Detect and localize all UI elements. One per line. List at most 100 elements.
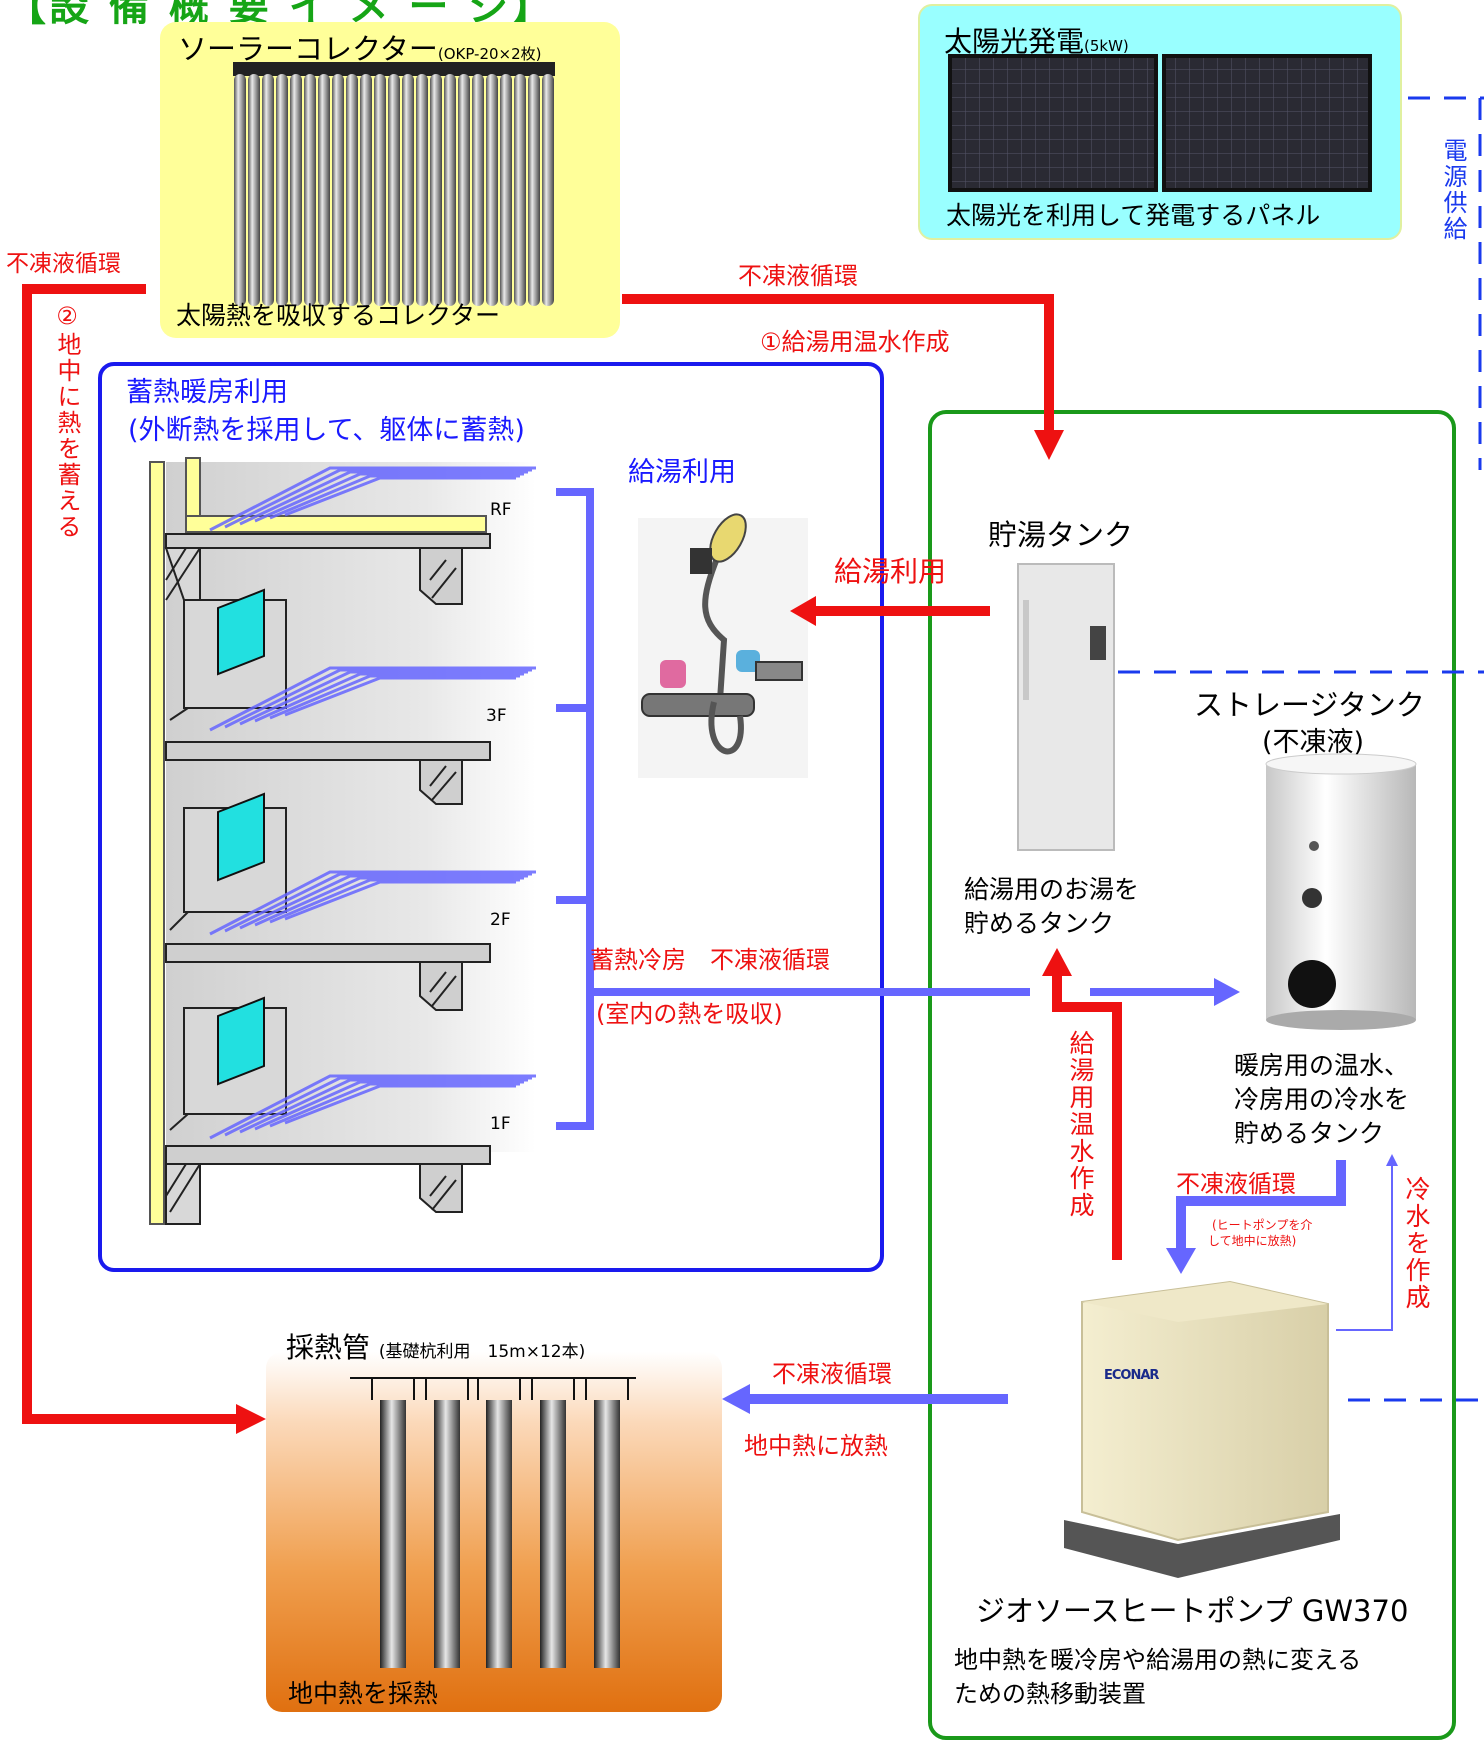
heat-pipe-connector [371,1378,415,1400]
floor-manifold [556,488,594,1130]
storage-tank-title: ストレージタンク [1194,688,1425,722]
power-supply-label: 電源供給 [1439,138,1467,242]
pv-panels-image [948,54,1372,192]
hot-water-tank-image [1017,563,1115,851]
floor-heating-coil [224,1076,532,1137]
solar-collector-title: ソーラーコレクター [178,32,438,66]
heat-pipe-connector [585,1378,629,1400]
floor-heating-coil [239,670,528,726]
heat-pump-caption-line2: ための熱移動装置 [954,1680,1146,1708]
hot-tank-title: 貯湯タンク [988,518,1134,552]
hot-water-arrow-label: 給湯利用 [834,555,947,588]
hot-tank-caption-line1: 給湯用のお湯を [964,875,1140,904]
floor-label-rf: RF [490,500,512,520]
heat-pipe-connector [477,1378,521,1400]
heat-pipe-pile [540,1400,566,1668]
floor-heating-coil [284,880,516,921]
collector-tube [360,74,372,306]
collector-tube [262,74,274,306]
collector-tube [388,74,400,306]
heat-pipe-title: 採熱管 [286,1331,371,1364]
hp-flow-note-line2: して地中に放熱) [1208,1234,1297,1248]
vertical-cold-water-label: 冷水を作成 [1402,1176,1431,1311]
collector-tube [402,74,414,306]
collector-tube [500,74,512,306]
floor-heating-coil [254,472,524,523]
floor-heating-coil [269,474,520,520]
storage-tank-caption-line3: 貯めるタンク [1234,1119,1385,1148]
floor-heating-coil [239,1078,528,1134]
ground-flow-label1: 不凍液循環 [772,1360,892,1388]
collector-tube [528,74,540,306]
floor-label-3f: 3F [486,706,507,726]
storage-tank-subtitle: (不凍液) [1262,727,1365,758]
hp-flow-note-line1: (ヒートポンプを介 [1212,1218,1313,1232]
cooling-flow-label2: (室内の熱を吸収) [596,1000,783,1028]
heat-pipe-pile [380,1400,406,1668]
floor-label-1f: 1F [490,1114,511,1134]
heat-pipe-label: 採熱管 (基礎杭利用 15m×12本) [286,1326,585,1366]
solar-collector-image [233,62,555,306]
heat-pump-caption-line1: 地中熱を暖冷房や給湯用の熱に変える [954,1646,1362,1674]
heat-pump-image [1064,1280,1340,1578]
solar-collector-label: ソーラーコレクター(OKP-20×2枚) [178,26,542,68]
floor-heating-coil [224,668,532,729]
collector-tube [234,74,246,306]
collector-tube [304,74,316,306]
floor-heating-coil [269,878,520,924]
power-supply-lines [1118,96,1484,1402]
heat-pipe-pile [486,1400,512,1668]
left-loop-vertical-label: ②地中に熱を蓄える [53,302,81,540]
collector-tube [332,74,344,306]
collector-tube [514,74,526,306]
floor-heating-coil [224,468,532,529]
heat-pipe-connector [425,1378,469,1400]
floor-label-2f: 2F [490,910,511,930]
floor-heating-coil [239,874,528,930]
collector-tube [416,74,428,306]
heating-box-title: 蓄熱暖房利用 [126,377,288,408]
collector-tube [542,74,554,306]
red-flow-arrows [22,284,1122,1434]
floor-heating-coil [224,872,532,933]
collector-tube [458,74,470,306]
collector-tube [290,74,302,306]
collector-tube [318,74,330,306]
collector-tube [430,74,442,306]
pv-label: 太陽光発電(5kW) [944,20,1129,60]
heat-pipe-pile [594,1400,620,1668]
heat-pipe-note: (基礎杭利用 15m×12本) [378,1342,586,1362]
left-loop-label: 不凍液循環 [6,251,121,277]
storage-tank-image [1265,753,1417,1030]
floor-heating-coil [209,466,536,532]
floor-heating-coil [209,1074,536,1140]
ground-flow-label2: 地中熱に放熱 [744,1432,888,1460]
heating-box-frame [98,362,884,1272]
hp-flow-label: 不凍液循環 [1176,1170,1296,1198]
floor-heating-coil [254,876,524,927]
floor-heating-coil [284,676,516,717]
heat-pipe-piles [350,1377,636,1668]
heat-pipe-caption: 地中熱を採熱 [288,1679,439,1708]
pv-capacity: (5kW) [1084,37,1129,55]
blue-flow-arrows [722,1154,1398,1414]
floor-heating-coil [254,1080,524,1131]
hot-tank-caption-line2: 貯めるタンク [964,909,1115,938]
floor-heating-coil [284,476,516,517]
floor-heating-coil [254,672,524,723]
floor-heating-coil [269,1082,520,1128]
cooling-flow-label1: 蓄熱冷房 不凍液循環 [590,946,830,974]
floor-heating-coil [209,666,536,732]
top-flow-label1: 不凍液循環 [738,262,858,290]
collector-tube [276,74,288,306]
heating-box-subtitle: (外断熱を採用して、躯体に蓄熱) [128,415,525,446]
heat-pump-title: ジオソースヒートポンプ GW370 [976,1594,1409,1628]
storage-tank-caption-line1: 暖房用の温水、 [1234,1051,1410,1080]
building-section-image [149,457,536,1225]
storage-tank-caption-line2: 冷房用の冷水を [1234,1085,1410,1114]
collector-tube [486,74,498,306]
top-flow-label2: ①給湯用温水作成 [760,328,950,356]
hot-water-use-label: 給湯利用 [628,457,736,488]
collector-tube [248,74,260,306]
